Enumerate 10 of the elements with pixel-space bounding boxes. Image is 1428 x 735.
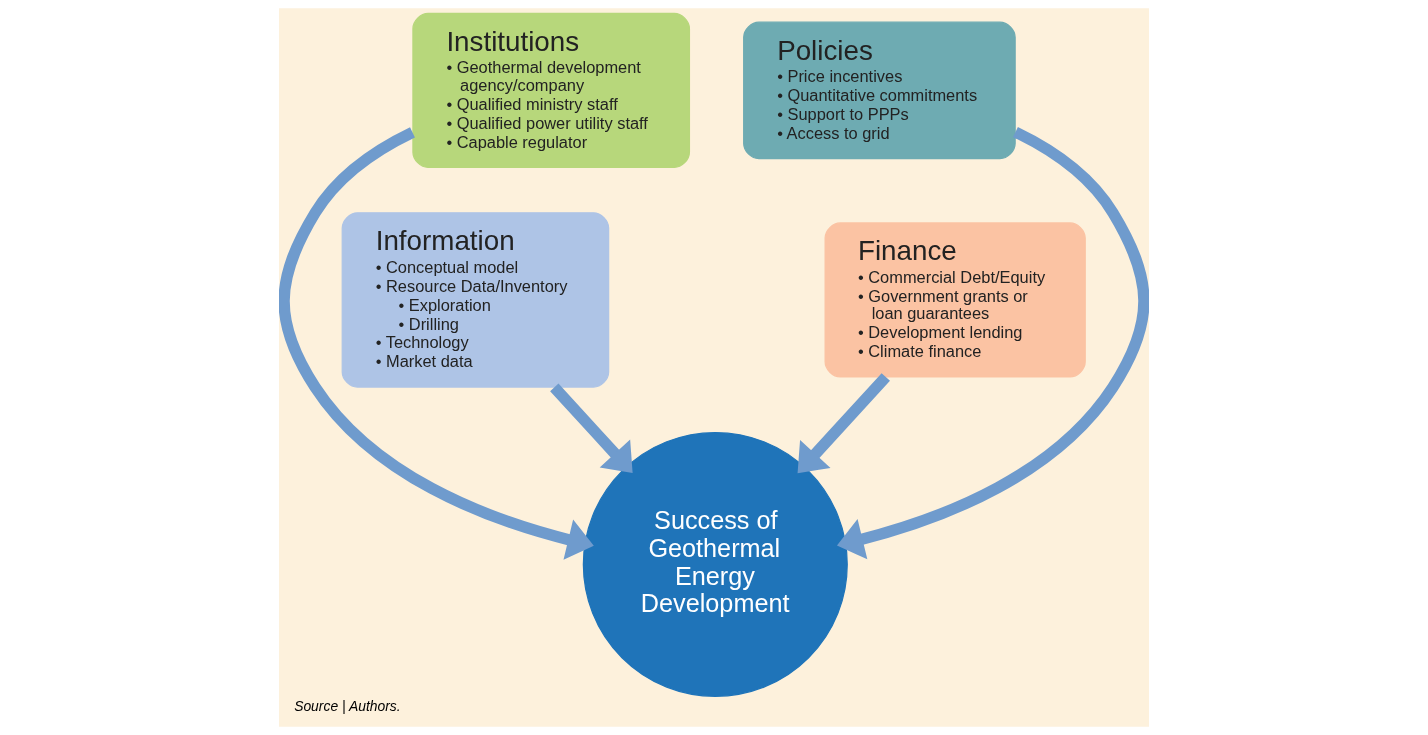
arrow xyxy=(550,383,633,473)
caption: Source | Authors. xyxy=(294,698,401,715)
arrow xyxy=(836,126,1149,560)
node-box: Institutions • Geothermal development agency/company • Qualified ministry staff • Qualified power utility staff • Capable regulator xyxy=(412,12,691,169)
node-box: Policies • Price incentives • Quantitative commitments • Support to PPPs • Access to grid xyxy=(743,21,1016,160)
arrow xyxy=(797,373,890,474)
node-box: Finance • Commercial Debt/Equity • Government grants or loan guarantees • Development lending • Climate finance xyxy=(824,222,1086,378)
node-circle: Success of Geothermal Energy Development xyxy=(582,431,848,697)
node-box: Information • Conceptual model • Resource Data/Inventory • Exploration • Drilling • Technology • Market data xyxy=(341,212,610,388)
arrow xyxy=(279,127,594,560)
